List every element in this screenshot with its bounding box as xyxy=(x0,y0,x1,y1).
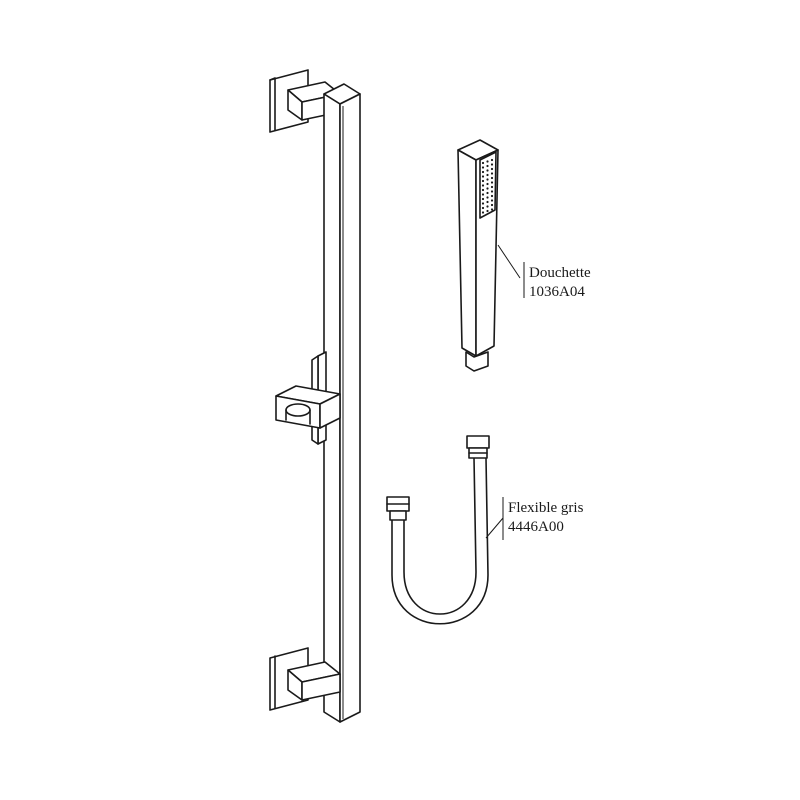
spray-hole xyxy=(481,166,485,169)
spray-hole xyxy=(481,188,485,192)
spray-hole xyxy=(486,205,489,208)
spray-hole xyxy=(481,211,485,214)
spray-hole xyxy=(486,160,489,163)
handshower-name-label: Douchette xyxy=(529,265,591,281)
spray-hole xyxy=(486,191,489,195)
hose-leader xyxy=(485,497,504,540)
spray-hole xyxy=(481,175,485,178)
spray-hole xyxy=(486,178,489,181)
spray-hole xyxy=(490,185,494,189)
bottom-wall-bracket xyxy=(269,647,341,711)
sliding-holder xyxy=(275,351,341,445)
spray-hole xyxy=(486,169,489,172)
spray-hole xyxy=(481,197,485,201)
spray-hole xyxy=(481,193,485,196)
spray-hole xyxy=(481,202,485,205)
spray-hole xyxy=(481,161,485,165)
spray-hole xyxy=(486,187,489,190)
hose xyxy=(386,435,490,625)
spray-hole xyxy=(481,179,485,183)
spray-hole xyxy=(490,194,494,198)
slide-rail xyxy=(269,69,361,723)
hose-code-label: 4446A00 xyxy=(508,519,564,535)
hose-name-label: Flexible gris xyxy=(508,500,584,516)
spray-hole xyxy=(486,196,489,199)
spray-hole xyxy=(481,184,485,187)
spray-hole xyxy=(490,167,494,171)
spray-hole xyxy=(486,173,489,177)
spray-hole xyxy=(486,182,489,186)
spray-hole xyxy=(490,203,494,207)
spray-hole xyxy=(490,199,494,202)
spray-hole xyxy=(490,172,494,175)
spray-hole xyxy=(486,164,489,168)
spray-hole xyxy=(490,190,494,193)
handshower xyxy=(457,139,499,372)
spray-hole xyxy=(486,200,489,204)
left-hose-nut xyxy=(386,496,410,521)
right-hose-nut xyxy=(466,435,490,459)
spray-hole xyxy=(490,158,494,162)
handshower-code-label: 1036A04 xyxy=(529,284,585,300)
spray-hole xyxy=(490,208,494,211)
spray-hole xyxy=(481,170,485,174)
spray-hole xyxy=(486,209,489,213)
spray-face xyxy=(479,151,497,219)
spray-hole xyxy=(490,181,494,184)
handshower-leader xyxy=(497,244,525,298)
spray-hole xyxy=(481,206,485,210)
spray-hole xyxy=(490,163,494,166)
spray-hole xyxy=(490,176,494,180)
